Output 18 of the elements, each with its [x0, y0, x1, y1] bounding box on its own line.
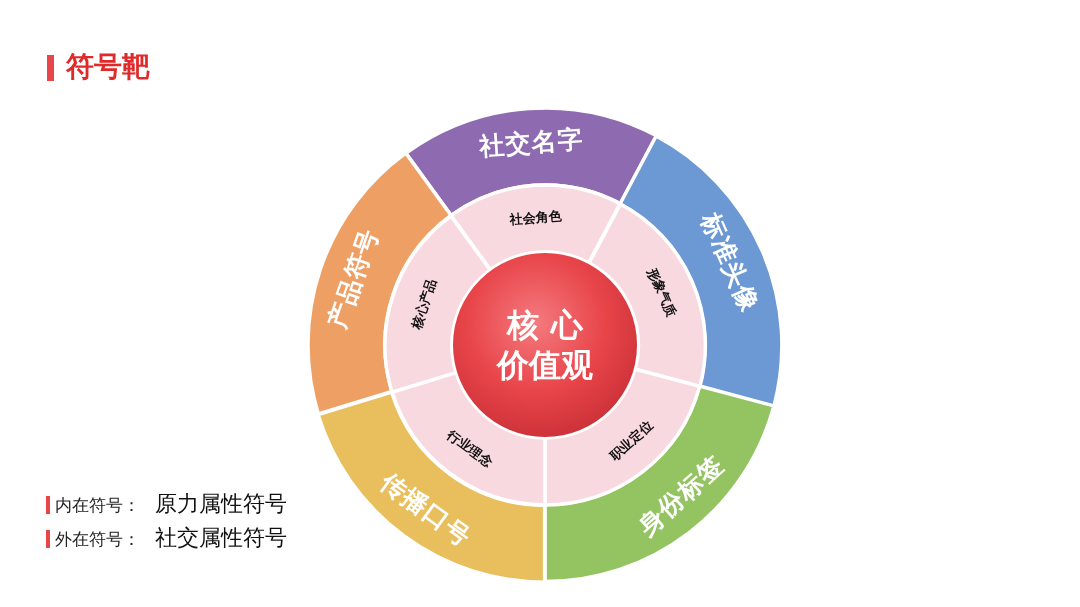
note-label: 外在符号：	[55, 531, 140, 548]
inner-ring-segment	[450, 185, 621, 270]
segment-label: 产品符号	[324, 225, 382, 333]
segment-label: 标准头像	[697, 209, 763, 315]
segment-label: 形象气质	[645, 266, 679, 320]
note-value: 原力属性符号	[155, 493, 287, 515]
center-label: 价值观	[497, 345, 593, 385]
note-value: 社交属性符号	[155, 527, 287, 549]
segment-label: 社交名字	[478, 126, 584, 159]
segment-label: 行业理念	[444, 428, 495, 470]
center-label: 核 心	[507, 305, 583, 345]
segment-label: 传播口号	[376, 468, 476, 550]
outer-ring-segment	[308, 153, 451, 415]
title: 符号靶	[66, 53, 150, 81]
segment-label: 社会角色	[509, 209, 563, 226]
inner-ring-segment	[385, 215, 491, 392]
note-label: 内在符号：	[55, 497, 140, 514]
segment-label: 核心产品	[409, 276, 439, 330]
